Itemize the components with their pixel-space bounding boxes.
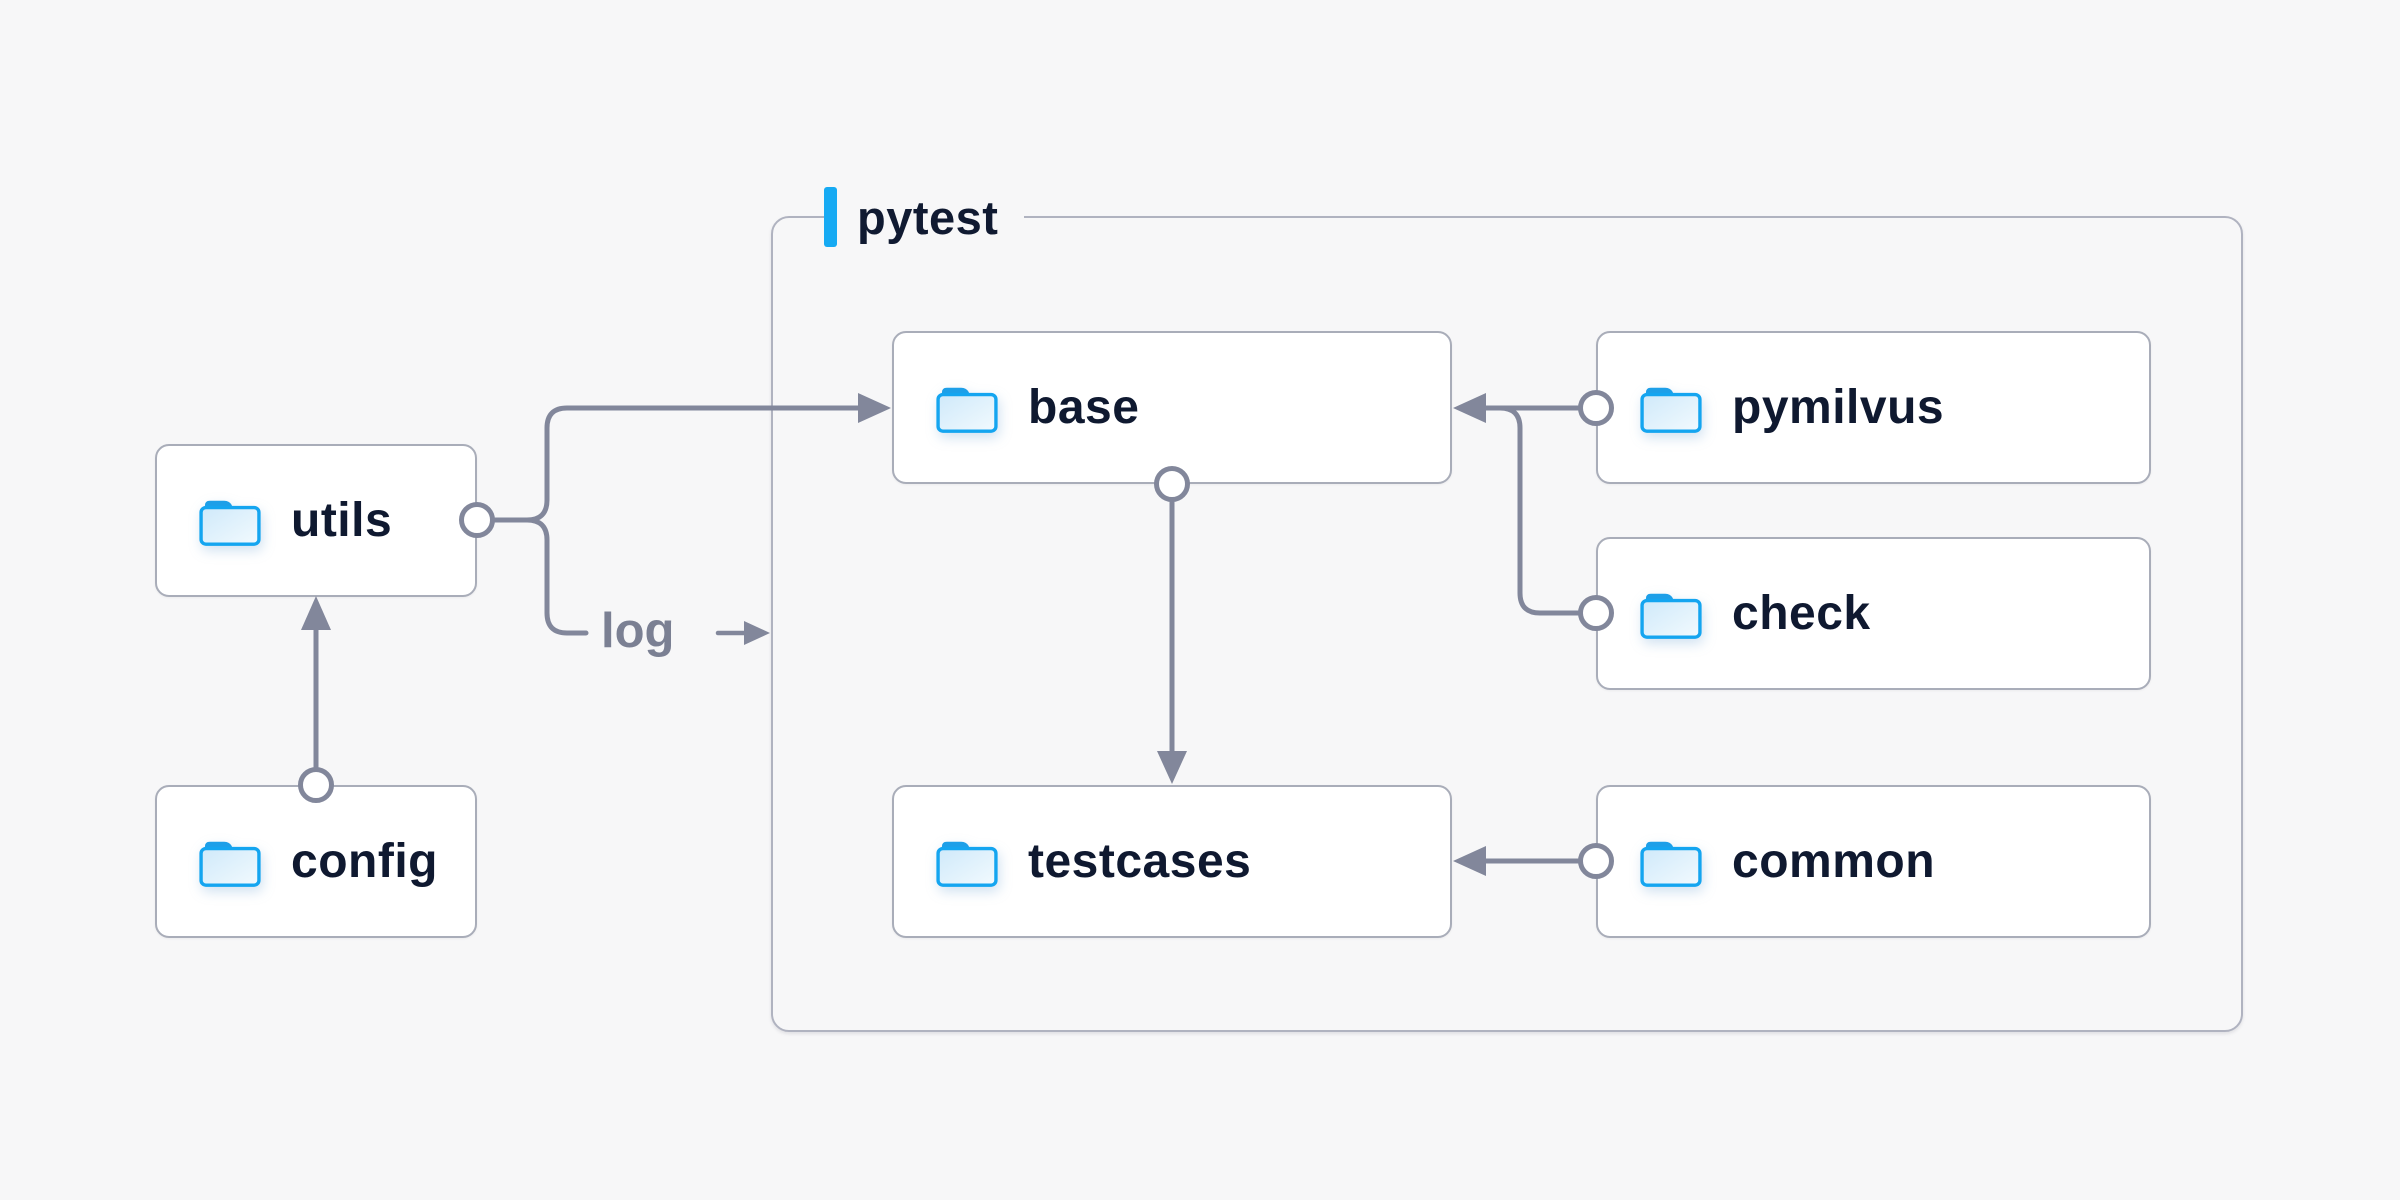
node-utils: utils: [155, 444, 477, 597]
node-common: common: [1596, 785, 2151, 938]
node-label: common: [1732, 834, 1936, 888]
folder-icon: [1640, 387, 1702, 433]
edge-log-arrowhead: [744, 621, 770, 645]
node-label: utils: [291, 493, 393, 547]
folder-icon: [936, 841, 998, 887]
pytest-container-label: pytest: [824, 185, 1025, 249]
node-label: pymilvus: [1732, 380, 1945, 434]
node-base: base: [892, 331, 1452, 484]
node-check: check: [1596, 537, 2151, 690]
pytest-container-title: pytest: [857, 190, 999, 244]
node-label: config: [291, 834, 438, 888]
folder-icon: [936, 387, 998, 433]
node-testcases: testcases: [892, 785, 1452, 938]
folder-icon: [1640, 841, 1702, 887]
edge-config-utils-arrowhead: [301, 596, 331, 630]
node-label: check: [1732, 586, 1871, 640]
edge-label-log: log: [601, 604, 675, 658]
edge-utils-log-line: [524, 517, 589, 636]
folder-icon: [1640, 593, 1702, 639]
node-label: testcases: [1028, 834, 1252, 888]
folder-icon: [199, 500, 261, 546]
node-pymilvus: pymilvus: [1596, 331, 2151, 484]
node-config: config: [155, 785, 477, 938]
node-label: base: [1028, 380, 1140, 434]
pytest-container: [771, 216, 2243, 1032]
folder-icon: [199, 841, 261, 887]
accent-bar: [824, 187, 837, 247]
